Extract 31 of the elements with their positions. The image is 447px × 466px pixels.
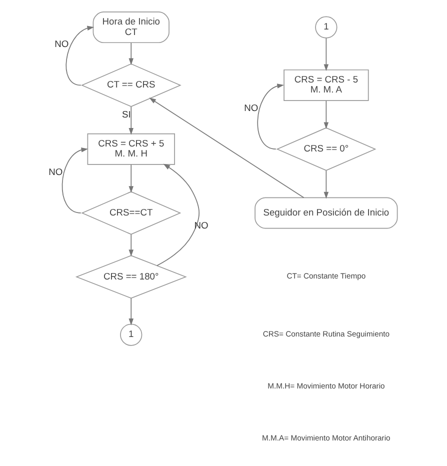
edge-label: NO — [48, 167, 63, 177]
arrow — [66, 26, 94, 86]
arrow — [324, 100, 329, 130]
arrow — [257, 84, 284, 150]
label: M.M.H= Movimiento Motor Horario — [268, 382, 385, 391]
node-box: CRS = CRS + 5 M. M. H — [87, 133, 175, 165]
arrow — [324, 38, 329, 72]
node-box: Seguidor en Posición de Inicio — [254, 197, 398, 229]
arrow — [128, 234, 134, 256]
node-circle: 1 — [120, 324, 142, 346]
label: M.M.A= Movimiento Motor Antihorario — [262, 434, 390, 443]
edge-label: NO — [54, 39, 69, 50]
node-circle: 1 — [315, 16, 338, 38]
arrow — [62, 148, 88, 214]
node-diamond: CRS == 0° — [276, 127, 376, 171]
arrow — [128, 42, 134, 66]
node-box: CRS = CRS - 5 M. M. A — [284, 69, 369, 101]
arrow — [128, 106, 134, 135]
node-box: Hora de Inicio CT — [92, 12, 170, 44]
node-diamond: CRS==CT — [81, 191, 182, 235]
arrow — [156, 164, 200, 266]
node-diamond: CT == CRS — [80, 63, 182, 107]
arrow — [149, 98, 304, 198]
label: CT= Constante Tiempo — [286, 272, 366, 281]
arrow — [324, 170, 329, 199]
label: CRS= Constante Rutina Seguimiento — [262, 330, 390, 339]
edge-label: SI — [122, 109, 131, 120]
arrow — [128, 298, 134, 326]
arrow — [128, 164, 134, 193]
node-diamond: CRS == 180° — [75, 255, 187, 299]
edge-label: NO — [244, 103, 258, 114]
